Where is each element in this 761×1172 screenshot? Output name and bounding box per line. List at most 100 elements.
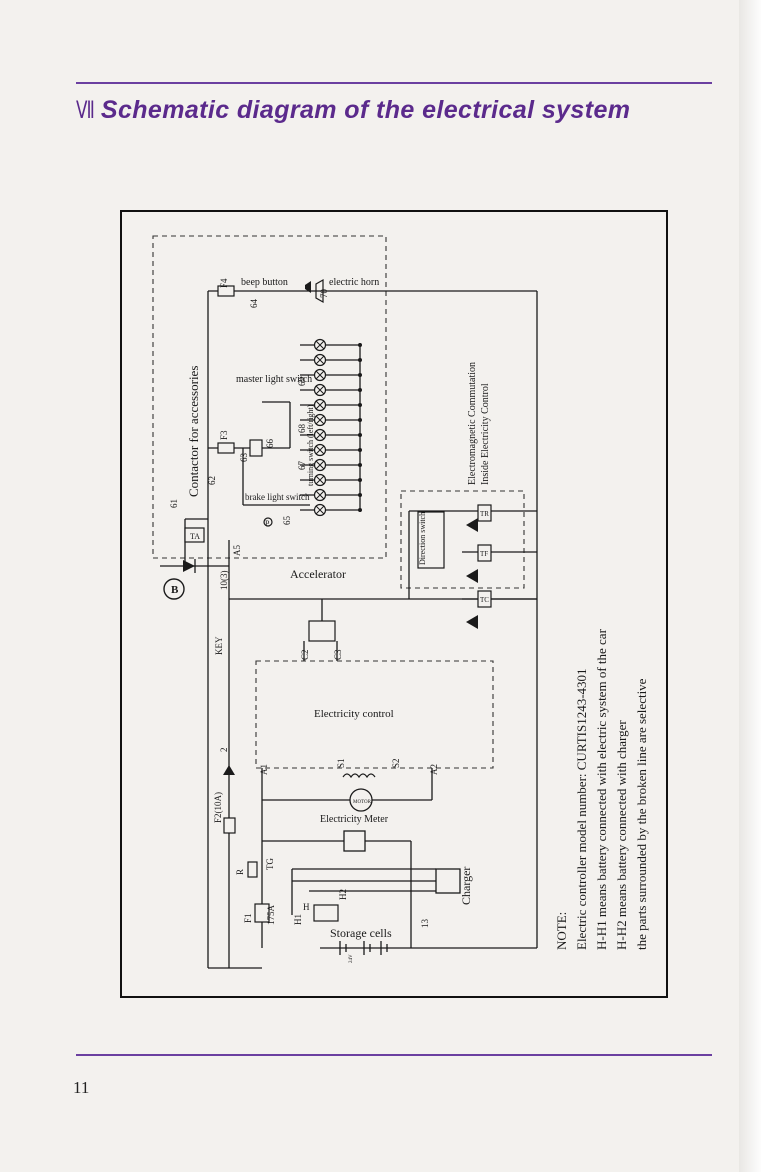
contactor-tc bbox=[477, 590, 492, 608]
pedal-p-icon bbox=[263, 517, 273, 527]
note-line-3: H-H2 means battery connected with charge… bbox=[614, 720, 629, 950]
lamp-junction-dot bbox=[358, 358, 362, 362]
lamp-cross-icon bbox=[315, 355, 325, 365]
em-commutation-label: Electromagnetic Commutation bbox=[467, 362, 478, 485]
electricity-meter-box bbox=[343, 830, 366, 852]
horn-icon bbox=[315, 278, 324, 304]
terminal-a1-label: A1 bbox=[259, 764, 269, 775]
note-line-4: the parts surrounded by the broken line … bbox=[634, 678, 649, 950]
brake-light-switch-label: brake light switch bbox=[245, 492, 310, 502]
cells-voltage-label: 24V bbox=[349, 954, 354, 963]
wire-63-label: 63 bbox=[239, 453, 249, 463]
wire-66-label: 66 bbox=[265, 439, 275, 449]
key-label: KEY bbox=[214, 636, 224, 655]
note-line-2: H-H1 means battery connected with electr… bbox=[594, 628, 609, 950]
page-edge bbox=[739, 0, 761, 1172]
fuse-f4-label: F4 bbox=[219, 278, 229, 288]
wire-68-label: 68 bbox=[297, 424, 307, 434]
controller-region bbox=[255, 660, 494, 769]
terminal-s2-label: S2 bbox=[391, 758, 401, 768]
lamp-junction-dot bbox=[358, 478, 362, 482]
top-rule bbox=[76, 82, 712, 84]
battery-b-label: B bbox=[171, 584, 179, 596]
charger-box bbox=[435, 868, 461, 894]
flasher-relay bbox=[249, 439, 263, 457]
inside-control-label: Inside Electricity Control bbox=[480, 383, 491, 485]
tc-label: TC bbox=[480, 596, 489, 604]
beep-button-icon bbox=[305, 281, 311, 293]
lamp-cross-icon bbox=[315, 490, 325, 500]
terminal-h1-label: H1 bbox=[293, 914, 303, 925]
note-title: NOTE: bbox=[554, 912, 569, 950]
lamp-cross-icon bbox=[315, 415, 325, 425]
lamp-bank bbox=[300, 338, 362, 517]
wire-67-label: 67 bbox=[297, 461, 307, 471]
lamp-junction-dot bbox=[358, 463, 362, 467]
wire-61-label: 61 bbox=[169, 499, 179, 508]
lamp-junction-dot bbox=[358, 388, 362, 392]
terminal-a5-label: A5 bbox=[232, 545, 242, 556]
lamp-junction-dot bbox=[358, 508, 362, 512]
lamp-cross-icon bbox=[315, 340, 325, 350]
lamp-junction-dot bbox=[358, 493, 362, 497]
page-number: 11 bbox=[73, 1078, 90, 1097]
fuse-f3-label: F3 bbox=[219, 430, 229, 440]
wire-69-label: 69 bbox=[297, 377, 307, 387]
battery-b-icon bbox=[163, 578, 185, 600]
lamp-cross-icon bbox=[315, 370, 325, 380]
lamp-cross-icon bbox=[315, 400, 325, 410]
fuse-f1 bbox=[254, 903, 270, 923]
fuse-f1-rating-label: 175A bbox=[266, 905, 276, 926]
wire-13-label: 13 bbox=[420, 919, 430, 929]
storage-cells-label: Storage cells bbox=[330, 926, 392, 940]
commutation-region bbox=[400, 490, 525, 589]
direction-switch-label: Direction switch bbox=[418, 512, 427, 565]
accessory-region bbox=[152, 235, 387, 559]
fuse-f1-label: F1 bbox=[243, 913, 253, 923]
bottom-rule bbox=[76, 1054, 712, 1056]
diagram-frame bbox=[120, 210, 668, 998]
fuse-f2-label: F2(10A) bbox=[213, 792, 223, 823]
section-title: Schematic diagram of the electrical syst… bbox=[100, 96, 631, 124]
page-title: Ⅶ Schematic diagram of the electrical sy… bbox=[76, 96, 716, 136]
wire-2-label: 2 bbox=[219, 748, 229, 753]
resistor-r bbox=[247, 861, 258, 878]
lamp-cross-icon bbox=[315, 505, 325, 515]
terminal-h-label: H bbox=[303, 902, 310, 912]
resistor-r-label: R bbox=[235, 869, 245, 875]
wire-70-label: 70 bbox=[319, 289, 329, 299]
lamp-junction-dot bbox=[358, 433, 362, 437]
lamp-junction-dot bbox=[358, 418, 362, 422]
diode-icon bbox=[183, 560, 195, 572]
charger-label: Charger bbox=[459, 867, 473, 905]
ta-label: TA bbox=[190, 532, 200, 541]
terminal-a2-label: A2 bbox=[429, 764, 439, 775]
note-line-1: Electric controller model number: CURTIS… bbox=[574, 668, 589, 950]
terminal-h2-label: H2 bbox=[338, 889, 348, 900]
master-light-switch-label: master light switch bbox=[236, 374, 312, 385]
contactor-tf bbox=[477, 544, 492, 562]
accelerator-label: Accelerator bbox=[290, 567, 346, 581]
lamp-cross-icon bbox=[315, 430, 325, 440]
beep-button-label: beep button bbox=[241, 277, 288, 288]
terminal-c3-label: C3 bbox=[333, 649, 343, 660]
terminal-c2-label: C2 bbox=[300, 649, 310, 660]
wire-10-3-label: 10(3) bbox=[219, 571, 229, 591]
fuse-f3 bbox=[217, 442, 235, 454]
tr-label: TR bbox=[480, 510, 489, 518]
lamp-cross-icon bbox=[315, 475, 325, 485]
terminal-s1-label: S1 bbox=[336, 758, 346, 768]
fuse-f2 bbox=[223, 817, 236, 834]
wire-64-label: 64 bbox=[249, 299, 259, 309]
tg-label: TG bbox=[265, 858, 275, 870]
turning-switch-label: turning switch (left/right) bbox=[306, 404, 315, 486]
electric-horn-label: electric horn bbox=[329, 277, 379, 288]
lamp-junction-dot bbox=[358, 403, 362, 407]
section-numeral: Ⅶ bbox=[76, 98, 95, 124]
fuse-f4 bbox=[217, 285, 235, 297]
pedal-p-label: P bbox=[265, 519, 270, 528]
lamp-junction-dot bbox=[358, 343, 362, 347]
direction-switch bbox=[417, 511, 445, 569]
electricity-meter-label: Electricity Meter bbox=[320, 814, 389, 825]
